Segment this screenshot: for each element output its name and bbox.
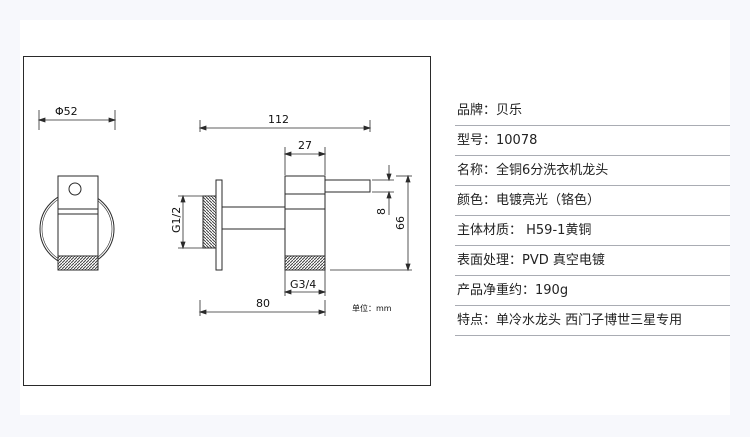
product-card <box>20 20 730 415</box>
spec-color: 颜色：电镀亮光（铬色） <box>455 186 730 216</box>
dim-diameter <box>37 110 117 130</box>
dim-diameter-label: Φ52 <box>55 105 78 118</box>
spec-model: 型号：10078 <box>455 126 730 156</box>
spec-weight: 产品净重约：190g <box>455 276 730 306</box>
spec-material: 主体材质： H59-1黄铜 <box>455 216 730 246</box>
side-view <box>202 175 371 271</box>
front-body <box>57 175 99 257</box>
inlet-thread <box>202 195 217 249</box>
unit-note: 单位：mm <box>352 303 392 313</box>
spec-brand: 品牌：贝乐 <box>455 96 730 126</box>
dim-handle <box>283 147 327 175</box>
dim-total-height-label: 66 <box>394 216 407 230</box>
dim-handle-height <box>372 165 394 215</box>
spec-features: 特点：单冷水龙头 西门子博世三星专用 <box>455 306 730 336</box>
dim-handle-label: 27 <box>298 139 312 152</box>
dim-outlet-thread <box>283 270 327 296</box>
dim-total-length-label: 112 <box>268 113 289 126</box>
handle-hole <box>68 182 82 196</box>
dim-total-length <box>198 120 372 132</box>
side-body <box>284 175 326 257</box>
dim-handle-height-label: 8 <box>375 208 388 215</box>
dim-inlet-thread <box>178 194 203 250</box>
wall-flange <box>215 179 223 271</box>
dim-outlet-thread-label: G3/4 <box>290 278 316 291</box>
dim-base-length-label: 80 <box>256 297 270 310</box>
dim-inlet-thread-label: G1/2 <box>170 207 183 233</box>
dim-total-height <box>330 174 412 272</box>
outlet-thread <box>284 255 326 271</box>
spec-surface: 表面处理：PVD 真空电镀 <box>455 246 730 276</box>
handle-lever <box>324 179 371 193</box>
front-view <box>39 175 115 271</box>
spec-list: 品牌：贝乐 型号：10078 名称：全铜6分洗衣机龙头 颜色：电镀亮光（铬色） … <box>455 96 730 336</box>
dim-base-length <box>198 300 327 316</box>
spec-name: 名称：全铜6分洗衣机龙头 <box>455 156 730 186</box>
faucet-technical-drawing: Φ52 112 27 <box>37 105 412 316</box>
inlet-pipe <box>221 206 286 230</box>
front-thread <box>57 255 99 271</box>
technical-drawing-frame <box>23 56 431 386</box>
